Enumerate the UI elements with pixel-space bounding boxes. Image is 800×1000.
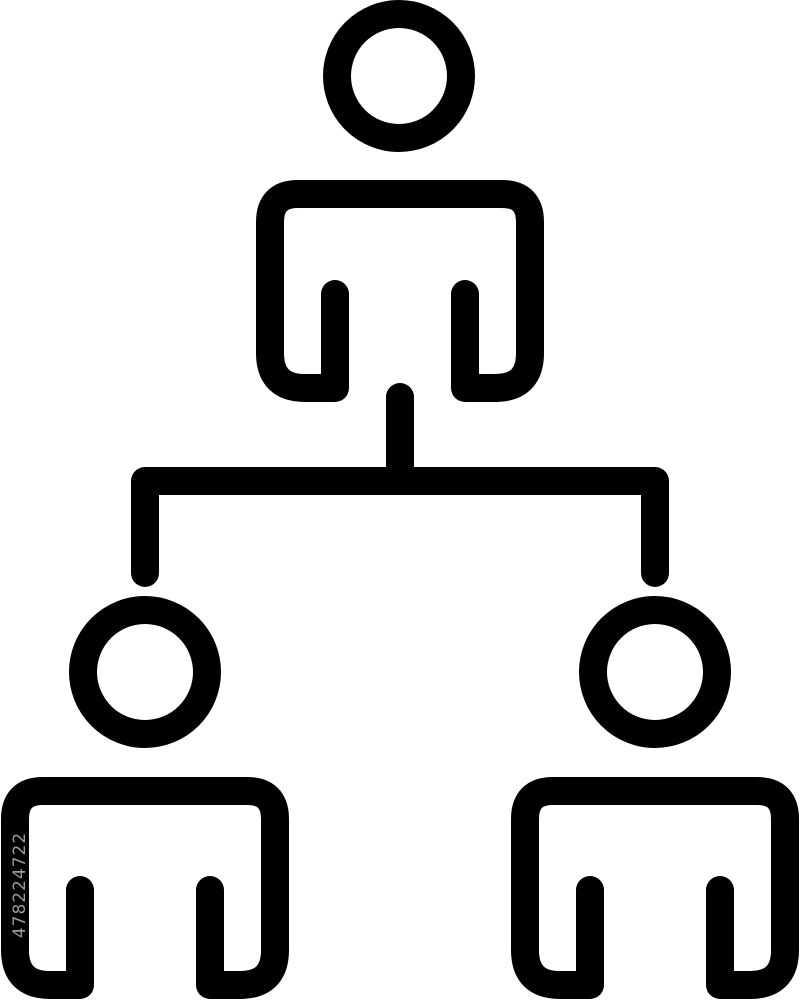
top-person-head — [323, 0, 475, 152]
bottom-right-person-body — [511, 777, 799, 999]
watermark-id-text: 478224722 — [10, 831, 30, 939]
bottom-right-person-head — [579, 596, 731, 748]
hierarchy-connector — [131, 383, 669, 587]
connector-branch — [131, 467, 669, 587]
bottom-right-person-icon — [511, 596, 799, 999]
bottom-left-person-icon — [1, 596, 289, 999]
top-person-icon — [256, 0, 544, 402]
top-person-body — [256, 180, 544, 402]
bottom-left-person-body — [1, 777, 289, 999]
bottom-left-person-head — [69, 596, 221, 748]
